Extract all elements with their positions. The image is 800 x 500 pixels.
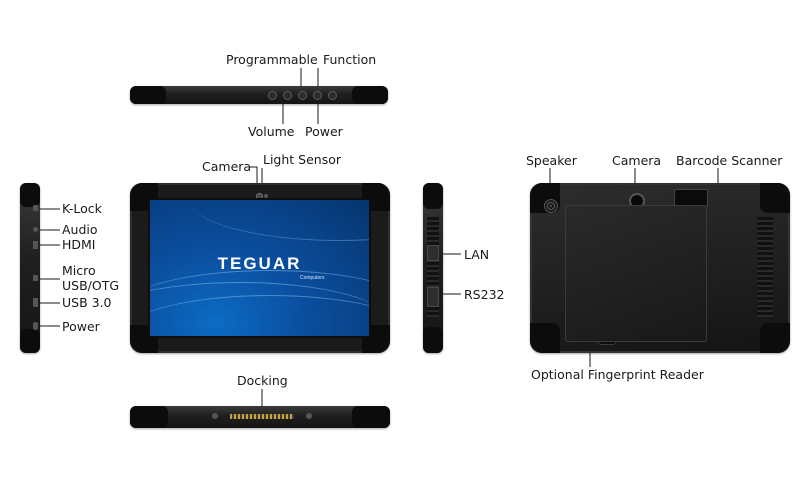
label-volume: Volume [248, 124, 295, 139]
audio-port[interactable] [33, 227, 38, 232]
teguar-logo-sub: Computers [300, 275, 325, 281]
label-usb-otg: USB/OTG [62, 278, 120, 293]
label-audio: Audio [62, 222, 98, 237]
tablet-top-edge [130, 86, 388, 104]
tablet-right-side [423, 183, 443, 353]
label-barcode-scanner: Barcode Scanner [676, 153, 783, 168]
label-hdmi: HDMI [62, 237, 96, 252]
label-function: Function [323, 52, 377, 67]
speaker-grille [544, 199, 558, 213]
docking-connector[interactable] [230, 414, 294, 419]
light-sensor-dot [264, 194, 268, 198]
label-power-top: Power [305, 124, 343, 139]
teguar-logo: TEGUAR [217, 254, 302, 273]
docking-pin-right [306, 413, 312, 419]
power-button-top[interactable] [328, 91, 337, 100]
usb3-port[interactable] [33, 298, 38, 307]
label-fingerprint: Optional Fingerprint Reader [531, 367, 704, 382]
label-power-side: Power [62, 319, 100, 334]
power-button-side[interactable] [33, 322, 38, 330]
docking-pin-left [212, 413, 218, 419]
tablet-left-side [20, 183, 40, 353]
battery-panel [565, 205, 707, 342]
usb-otg-port[interactable] [33, 275, 38, 281]
k-lock-slot[interactable] [33, 205, 38, 211]
label-light-sensor: Light Sensor [263, 152, 342, 167]
tablet-screen: TEGUAR Computers [148, 198, 371, 338]
rs232-port[interactable] [427, 287, 439, 307]
label-speaker: Speaker [526, 153, 577, 168]
label-micro: Micro [62, 263, 96, 278]
lan-port[interactable] [427, 245, 439, 261]
label-camera-back: Camera [612, 153, 662, 168]
label-rs232: RS232 [464, 287, 505, 302]
function-button[interactable] [313, 91, 322, 100]
label-lan: LAN [464, 247, 490, 262]
hdmi-port[interactable] [33, 241, 38, 249]
volume-up-button[interactable] [283, 91, 292, 100]
line-camera-front [249, 166, 258, 190]
volume-down-button[interactable] [268, 91, 277, 100]
label-k-lock: K-Lock [62, 201, 102, 216]
label-programmable: Programmable [226, 52, 318, 67]
back-grip-right [757, 217, 773, 317]
label-usb3: USB 3.0 [62, 295, 112, 310]
label-docking: Docking [237, 373, 288, 388]
programmable-button[interactable] [298, 91, 307, 100]
label-camera-front: Camera [202, 159, 252, 174]
tablet-bottom-edge [130, 406, 390, 428]
